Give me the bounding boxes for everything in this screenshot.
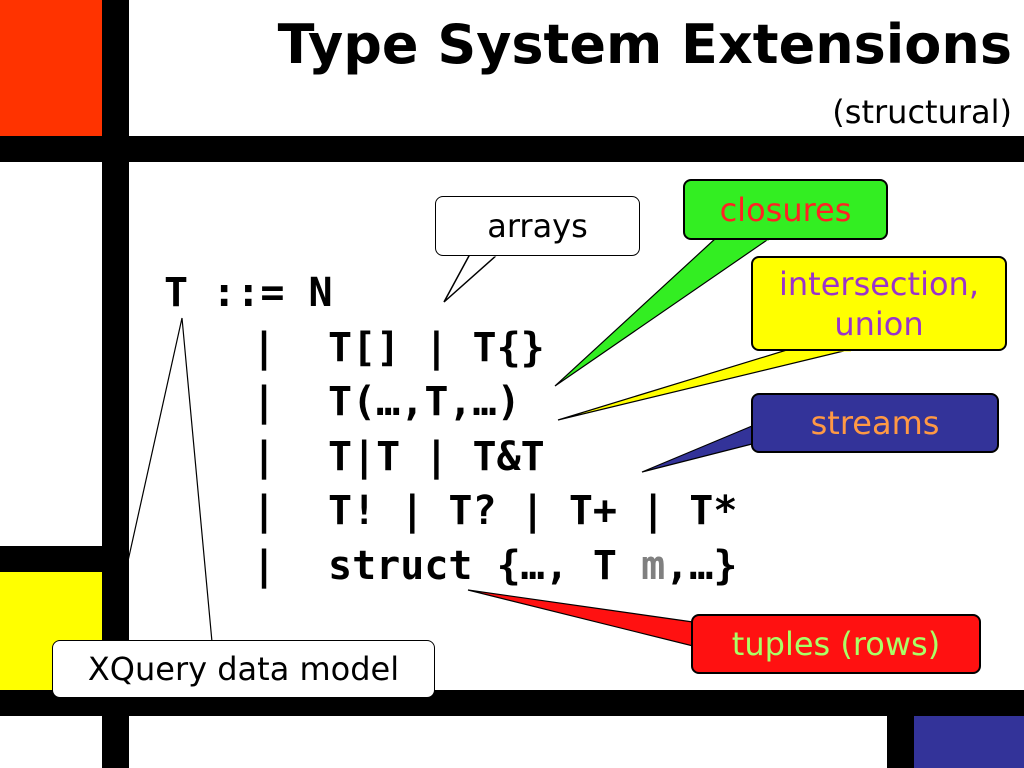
grammar-member-name: m [641,542,666,589]
blue-block [914,716,1024,768]
slide-subtitle: (structural) [832,93,1012,131]
grammar-line-3: | T(…,T,…) [164,375,737,430]
callout-tuples: tuples (rows) [691,614,981,674]
grammar-pipe: | [252,488,277,534]
grammar-pipe: | [252,379,277,425]
grammar-line-5: | T! | T? | T+ | T* [164,484,737,539]
callout-streams-label: streams [810,404,940,442]
callout-intersection-label: intersection, [779,264,979,303]
grammar-line-1: T ::= N [164,266,737,321]
callout-arrays-label: arrays [487,207,588,245]
grammar-line-6: | struct {…, T m,…} [164,539,737,594]
callout-closures: closures [683,179,888,240]
tuples-pointer [467,589,694,647]
grammar-rhs: T[] | T{} [328,324,545,371]
callout-union-label: union [834,304,924,343]
grammar-pipe: | [252,542,277,589]
grammar-rhs: T(…,T,…) [328,379,521,425]
grammar-line-2: | T[] | T{} [164,321,737,376]
type-grammar: T ::= N |T[] | T{} |T(…,T,…) |T|T | T&T … [164,266,737,593]
red-block [0,0,102,136]
vertical-bar-right [887,690,914,768]
callout-arrays: arrays [435,196,640,256]
callout-streams: streams [751,393,999,453]
callout-intersection-union: intersection,union [751,256,1007,351]
callout-tuples-label: tuples (rows) [731,625,941,663]
grammar-pipe: | [252,324,277,371]
grammar-rhs-end: ,…} [665,542,738,589]
grammar-rhs: N [308,270,333,316]
callout-closures-label: closures [719,190,852,229]
grammar-rhs: T|T | T&T [328,433,545,480]
horizontal-bar-top [0,136,1024,162]
grammar-rhs-struct: struct {…, T [328,542,642,589]
grammar-line-4: | T|T | T&T [164,430,737,485]
slide-title: Type System Extensions [277,13,1012,76]
horizontal-bar-middle-left [0,546,129,572]
callout-xquery-label: XQuery data model [87,650,400,688]
callout-xquery-data-model: XQuery data model [52,640,435,698]
grammar-lhs: T ::= [164,270,309,316]
grammar-pipe: | [252,433,277,480]
grammar-rhs: T! | T? | T+ | T* [328,488,738,534]
